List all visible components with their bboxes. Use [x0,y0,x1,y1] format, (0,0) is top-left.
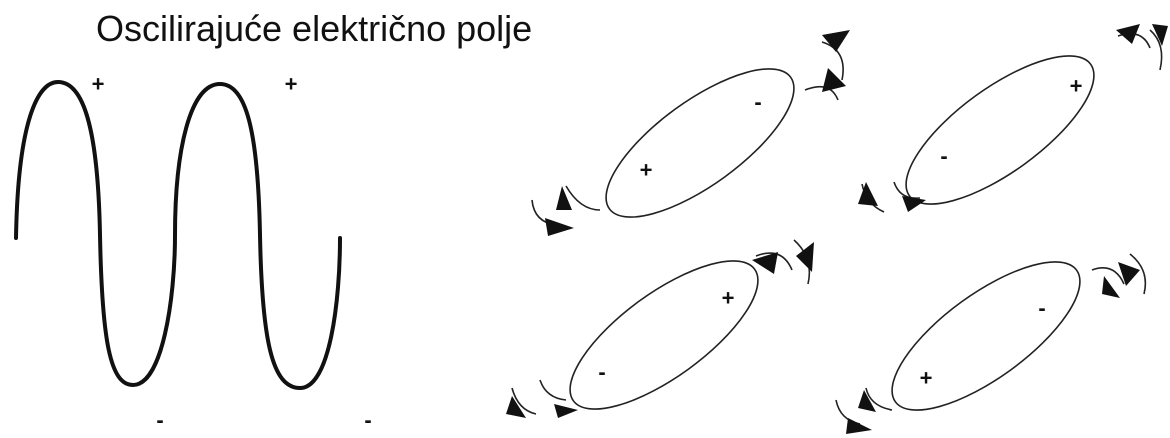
arrowhead-icon [822,30,850,52]
arrowhead-icon [1102,276,1120,298]
arrowhead-icon [902,196,926,212]
molecule-outline [605,68,795,218]
rotation-arrow-icon [1129,253,1147,295]
rotation-arrow-icon [821,41,844,81]
molecule-lower-charge: + [640,158,653,183]
arrowhead-icon [858,390,876,412]
rotation-arrow-icon [539,379,567,401]
rotation-arrow-icon [1091,267,1125,285]
wave-trough-label-1: - [156,408,163,433]
molecule-upper-charge: - [754,90,761,115]
arrowhead-icon [556,186,572,210]
diagram-title: Oscilirajuće električno polje [96,8,533,49]
arrowhead-icon [1118,262,1140,286]
arrowhead-icon [796,242,814,272]
rotation-arrow-icon [893,181,921,199]
arrowhead-icon [1152,24,1168,46]
molecule-lower-charge: - [598,360,605,385]
rotation-arrow-icon [865,387,893,411]
dipole-molecule-4: - + [835,253,1147,434]
arrowhead-icon [554,404,578,418]
rotation-arrow-icon [511,387,537,415]
arrowhead-icon [506,396,526,418]
molecule-outline [905,55,1095,205]
molecule-lower-charge: - [940,144,947,169]
wave-peak-label-2: + [285,72,298,97]
arrowhead-icon [752,252,778,274]
molecule-lower-charge: + [920,366,933,391]
molecule-upper-charge: - [1038,296,1045,321]
sine-wave [14,79,342,391]
rotation-arrow-icon [565,185,601,211]
dipole-molecule-1: - + [531,30,850,236]
arrowhead-icon [858,182,878,206]
wave-trough-label-2: - [364,408,371,433]
arrowhead-icon [846,418,872,434]
molecule-upper-charge: + [1070,74,1083,99]
rotation-arrow-icon [755,252,793,271]
molecule-upper-charge: + [722,286,735,311]
rotation-arrow-icon [1149,29,1163,71]
dipole-molecule-3: + - [506,239,814,418]
wave-peak-label-1: + [92,72,105,97]
arrowhead-icon [545,218,574,236]
molecule-outline [569,260,759,410]
molecule-outline [891,261,1081,411]
dipole-molecule-2: + - [858,24,1168,213]
arrowhead-icon [1116,24,1140,44]
arrowhead-icon [822,68,846,92]
